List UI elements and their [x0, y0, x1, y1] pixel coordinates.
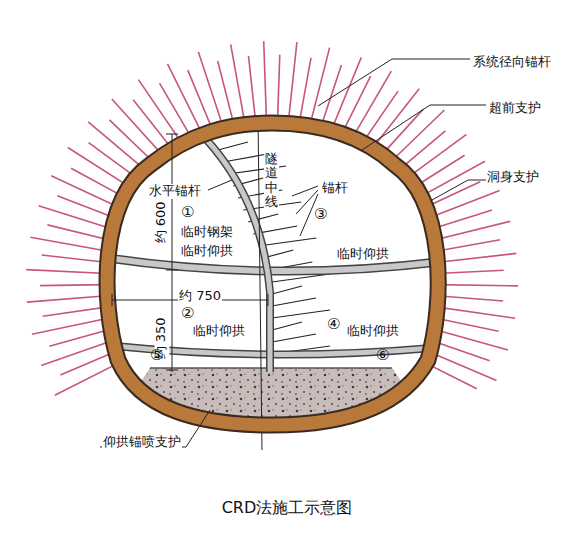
part-label: 临时仰拱 — [346, 324, 400, 339]
callout-number: ④ — [326, 316, 341, 333]
callout-number: ② — [180, 305, 195, 322]
label-holder: 洞身支护 — [486, 166, 540, 185]
label-holder: ④ — [326, 314, 341, 333]
anchor-bolt — [258, 238, 316, 246]
part-label: 水平锚杆 — [148, 184, 202, 199]
anchor-bolt — [272, 286, 302, 294]
anchor-bolt — [272, 298, 316, 306]
label-holder: 临时仰拱 — [180, 240, 234, 259]
label-holder: 临时钢架 — [180, 221, 234, 240]
leader-lines — [100, 59, 528, 447]
label-holder: 超前支护 — [488, 97, 542, 116]
label-holder: CRD法施工示意图 — [221, 498, 354, 517]
centre-line-label: 隧道中线 — [264, 152, 279, 209]
dimension-lines — [112, 134, 268, 372]
part-label: 仰拱锚喷支护 — [102, 435, 182, 450]
tunnel-lining — [107, 123, 438, 425]
part-label: 临时钢架 — [180, 225, 234, 240]
anchor-bolt — [218, 142, 248, 150]
label-holder: 临时仰拱 — [346, 320, 400, 339]
part-label: 超前支护 — [488, 101, 542, 116]
label-holder: ① — [180, 202, 195, 221]
dimension-label: 约 600 — [154, 200, 169, 244]
part-label: 临时仰拱 — [336, 247, 390, 262]
label-holder: 临时仰拱 — [336, 243, 390, 262]
callout-number: ⑥ — [375, 347, 390, 364]
anchor-bolt — [272, 310, 330, 318]
anchor-bolt — [272, 334, 316, 342]
label-holder: 仰拱锚喷支护 — [102, 431, 182, 450]
caption: CRD法施工示意图 — [221, 499, 354, 517]
label-holder: 系统径向锚杆 — [472, 51, 552, 70]
label-holder: 水平锚杆 — [148, 180, 202, 199]
part-label: 锚杆 — [321, 181, 349, 196]
label-holder: ③ — [313, 204, 328, 223]
label-holder: 约 750 — [178, 285, 222, 304]
anchor-bolt — [223, 154, 267, 162]
part-label: 临时仰拱 — [192, 324, 246, 339]
tunnel-interior — [107, 123, 438, 425]
invert-fill — [107, 123, 438, 425]
part-label: 约 750 — [178, 289, 222, 304]
centre-line — [258, 116, 262, 450]
label-holder: ⑤ — [149, 345, 164, 364]
callout-number: ① — [180, 204, 195, 221]
part-label: 洞身支护 — [486, 170, 540, 185]
label-holder: 隧道中线 — [264, 152, 279, 209]
label-holder: ② — [180, 303, 195, 322]
part-label: 临时仰拱 — [180, 244, 234, 259]
label-holder: 临时仰拱 — [192, 320, 246, 339]
part-label: 系统径向锚杆 — [472, 55, 552, 70]
lining-outline — [107, 123, 438, 425]
callout-number: ③ — [313, 206, 328, 223]
label-holder: 约 600 — [150, 200, 169, 244]
callout-number: ⑤ — [149, 347, 164, 364]
anchor-bolt — [272, 322, 302, 330]
label-holder: 锚杆 — [321, 177, 349, 196]
label-holder: ⑥ — [375, 345, 390, 364]
